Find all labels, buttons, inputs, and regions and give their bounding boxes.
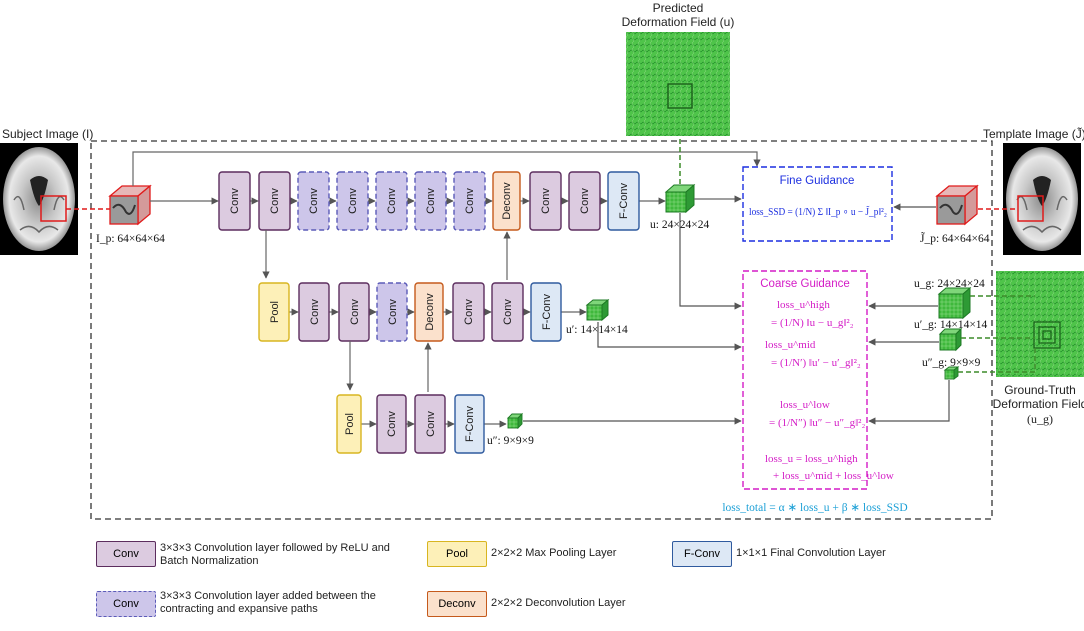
legend-pool-desc: 2×2×2 Max Pooling Layer [491,547,617,559]
loss-u-sum-2: + loss_u^mid + loss_u^low [773,470,894,482]
ip-dims-label: I_p: 64×64×64 [96,233,165,245]
conv-block: Conv [338,282,370,342]
u-prime-cube [585,298,610,322]
svg-text:F-Conv: F-Conv [464,405,476,442]
svg-text:Pool: Pool [269,301,281,323]
u-prime-dims-label: u′: 14×14×14 [566,324,628,336]
fine-guidance-title: Fine Guidance [780,175,855,187]
network-frame [90,140,993,520]
coarse-guidance-box [742,270,868,490]
subject-patch-cube [108,184,152,226]
svg-text:Conv: Conv [425,411,437,437]
svg-text:Conv: Conv [387,299,399,325]
pool-block: Pool [336,394,362,454]
conv-added-block: Conv [376,282,408,342]
coarse-guidance-title: Coarse Guidance [760,278,850,290]
svg-text:Conv: Conv [347,188,359,214]
loss-high-label: loss_u^high [777,299,830,311]
loss-low-label: loss_u^low [780,399,830,411]
conv-added-block: Conv [336,171,369,231]
template-image-label: Template Image (J̃) [983,126,1084,141]
legend-deconv-swatch: Deconv [427,591,487,617]
u-double-prime-cube [506,412,524,430]
svg-text:Conv: Conv [308,188,320,214]
svg-text:Conv: Conv [579,188,591,214]
template-brain-image [1003,143,1081,255]
svg-text:F-Conv: F-Conv [541,293,553,330]
svg-text:Conv: Conv [463,299,475,325]
deconv-block: Deconv [492,171,521,231]
conv-block: Conv [491,282,524,342]
svg-text:Conv: Conv [309,299,321,325]
subject-brain-image [0,143,78,255]
conv-block: Conv [529,171,562,231]
svg-text:Conv: Conv [502,299,514,325]
gt-label-2: Deformation Field [993,397,1084,411]
ug-cube [937,286,972,320]
ug-prime-cube [938,327,963,352]
loss-low-formula: = (1/N″) ‖u″ − u″_g‖²₂ [769,417,865,429]
legend-pool-swatch: Pool [427,541,487,567]
predicted-deformation-field-image [626,32,730,136]
ug-prime-dims-label: u′_g: 14×14×14 [914,319,988,331]
jp-dims-label: J̃_p: 64×64×64 [920,231,990,245]
conv-block: Conv [258,171,291,231]
legend-deconv-desc: 2×2×2 Deconvolution Layer [491,597,626,609]
template-patch-cube [935,184,979,226]
conv-block: Conv [218,171,251,231]
fconv-block: F-Conv [607,171,640,231]
conv-added-block: Conv [453,171,486,231]
gt-label-1: Ground-Truth [1004,383,1076,397]
loss-high-formula: = (1/N) ‖u − u_g‖²₂ [771,317,854,329]
legend-conv-added-desc: 3×3×3 Convolution layer added between th… [160,590,376,615]
svg-text:Deconv: Deconv [501,182,513,220]
predicted-label-2: Deformation Field (u) [622,15,735,29]
fconv-block: F-Conv [454,394,485,454]
legend-conv-added-swatch: Conv [96,591,156,617]
svg-text:Pool: Pool [344,413,356,435]
ug-double-prime-cube [943,366,960,380]
gt-label-3: (u_g) [1027,412,1053,426]
fconv-block: F-Conv [530,282,562,342]
legend-conv-desc: 3×3×3 Convolution layer followed by ReLU… [160,542,390,567]
svg-text:Deconv: Deconv [424,293,436,331]
svg-text:Conv: Conv [425,188,437,214]
u-double-prime-dims-label: u″: 9×9×9 [487,435,534,447]
svg-text:Conv: Conv [349,299,361,325]
fine-guidance-formula: loss_SSD = (1/N) Σ ‖I_p ∘ u − J̃_p‖²₂ [749,205,887,218]
svg-text:Conv: Conv [386,411,398,437]
total-loss: loss_total = α ∗ loss_u + β ∗ loss_SSD [722,502,907,514]
subject-image-label: Subject Image (I) [2,127,93,141]
conv-block: Conv [452,282,485,342]
loss-mid-formula: = (1/N′) ‖u′ − u′_g‖²₂ [771,357,861,369]
ground-truth-field-image [996,271,1084,377]
deconv-block: Deconv [414,282,444,342]
template-patch-box [1017,195,1044,222]
conv-added-block: Conv [375,171,408,231]
svg-text:Conv: Conv [229,188,241,214]
loss-u-sum-1: loss_u = loss_u^high [765,453,858,465]
ug-double-prime-dims-label: u″_g: 9×9×9 [922,357,981,369]
svg-text:Conv: Conv [386,188,398,214]
conv-block: Conv [568,171,601,231]
conv-added-block: Conv [414,171,447,231]
pool-block: Pool [258,282,290,342]
loss-mid-label: loss_u^mid [765,339,816,351]
legend-conv-swatch: Conv [96,541,156,567]
svg-text:Conv: Conv [464,188,476,214]
svg-text:Conv: Conv [540,188,552,214]
u-cube [664,183,696,214]
legend-fconv-swatch: F-Conv [672,541,732,567]
predicted-label-1: Predicted [653,1,704,15]
ug-dims-label: u_g: 24×24×24 [914,278,985,290]
conv-block: Conv [376,394,407,454]
legend-fconv-desc: 1×1×1 Final Convolution Layer [736,547,886,559]
svg-text:Conv: Conv [269,188,281,214]
conv-added-block: Conv [297,171,330,231]
fine-guidance-box [742,166,893,242]
conv-block: Conv [298,282,330,342]
conv-block: Conv [414,394,446,454]
svg-text:F-Conv: F-Conv [618,182,630,219]
